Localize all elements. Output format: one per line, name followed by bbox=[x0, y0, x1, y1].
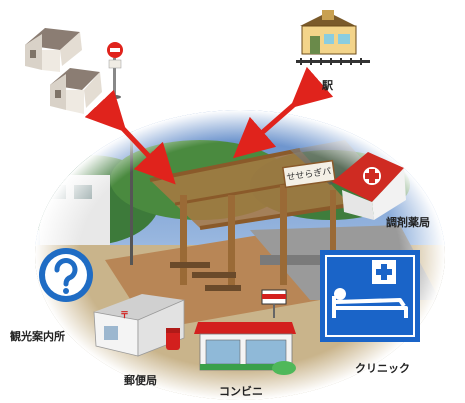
house-icon bbox=[25, 28, 82, 72]
double-arrow-icon bbox=[232, 66, 334, 159]
post-office-label: 郵便局 bbox=[124, 374, 157, 387]
station-label: 駅 bbox=[322, 79, 333, 92]
bus-stop-icon bbox=[107, 42, 123, 99]
house-icon bbox=[50, 68, 102, 114]
tourist-info-label: 観光案内所 bbox=[10, 330, 65, 343]
convenience-store-icon bbox=[194, 289, 296, 375]
pharmacy-label: 調剤薬局 bbox=[386, 216, 430, 229]
hospital-bed-icon bbox=[320, 250, 420, 342]
pharmacy-house-icon bbox=[332, 152, 406, 220]
svg-text:〒: 〒 bbox=[120, 311, 129, 321]
convenience-store-label: コンビニ bbox=[219, 385, 263, 398]
clinic-label: クリニック bbox=[355, 362, 410, 375]
station-building-icon bbox=[296, 10, 370, 65]
double-arrow-icon bbox=[84, 89, 176, 185]
post-office-icon: 〒 bbox=[93, 294, 185, 357]
question-mark-icon bbox=[39, 248, 93, 302]
